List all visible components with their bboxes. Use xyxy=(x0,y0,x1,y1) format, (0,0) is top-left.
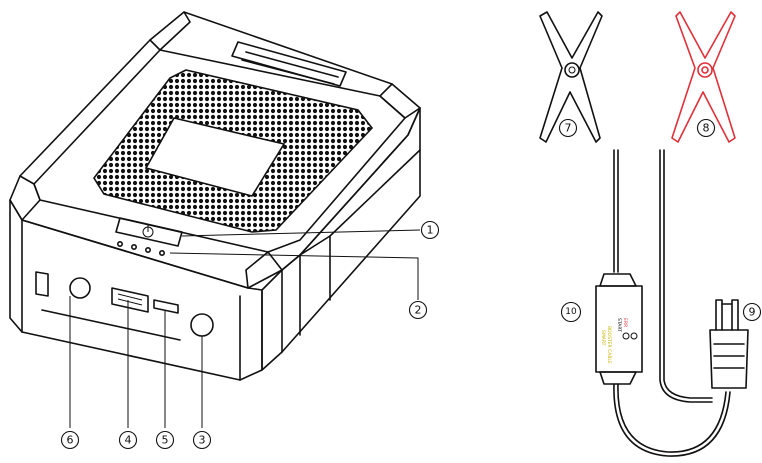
module-label-booster: BOOSTER CABLE xyxy=(606,326,612,364)
booster-cable: SMART BOOSTER CABLE START ERR xyxy=(539,11,749,457)
callout-3-label: 3 xyxy=(199,434,206,447)
callout-9: 9 xyxy=(742,302,762,322)
callout-4-label: 4 xyxy=(125,434,132,447)
callout-7: 7 xyxy=(558,118,578,138)
display-window xyxy=(144,117,286,197)
callout-1-label: 1 xyxy=(427,224,434,237)
callout-6: 6 xyxy=(60,430,80,450)
black-clamp xyxy=(539,11,603,143)
callout-4: 4 xyxy=(118,430,138,450)
callout-10: 10 xyxy=(560,301,582,323)
leader-lines xyxy=(69,229,421,428)
power-button[interactable] xyxy=(115,217,183,247)
callout-7-label: 7 xyxy=(565,122,572,135)
callout-10-label: 10 xyxy=(565,307,577,317)
led-indicators xyxy=(117,241,166,257)
callout-1: 1 xyxy=(420,220,440,240)
callout-2: 2 xyxy=(408,300,428,320)
callout-5: 5 xyxy=(155,430,175,450)
plug-connector xyxy=(709,329,749,389)
module-label-start: START xyxy=(616,318,622,332)
callout-3: 3 xyxy=(192,430,212,450)
red-clamp xyxy=(671,11,736,143)
callout-2-label: 2 xyxy=(415,304,422,317)
module-label-err: ERR xyxy=(622,318,628,327)
micro-usb-port-5 xyxy=(153,299,179,314)
callout-9-label: 9 xyxy=(749,306,756,319)
module-label-smart: SMART xyxy=(600,330,606,346)
callout-8: 8 xyxy=(696,118,716,138)
port-6-slot xyxy=(35,271,49,297)
jump-starter-body xyxy=(9,11,421,381)
callout-8-label: 8 xyxy=(703,122,710,135)
top-face xyxy=(9,11,421,289)
callout-6-label: 6 xyxy=(67,434,74,447)
flashlight-3 xyxy=(190,313,214,337)
usb-port-4 xyxy=(111,287,149,313)
port-6-round xyxy=(69,277,91,299)
callout-5-label: 5 xyxy=(162,434,169,447)
